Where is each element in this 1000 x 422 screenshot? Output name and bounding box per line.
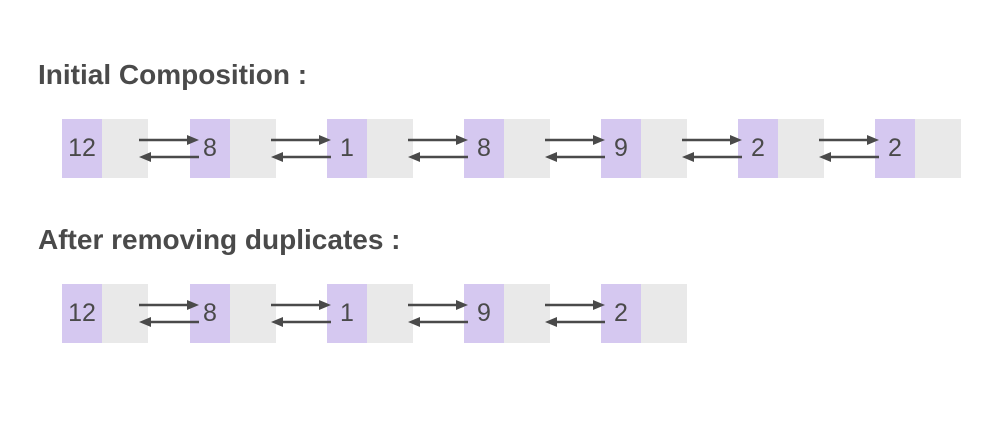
section-initial-composition: Initial Composition : 12 8 1 8 9 2 2 [38,59,1000,178]
node-value-cell: 8 [464,119,504,178]
next-arrow-icon [408,135,468,145]
node-pointer-cell [102,119,148,178]
arrow-pair-icon [408,300,468,327]
arrow-pair-icon [819,135,879,162]
prev-arrow-icon [408,317,468,327]
list-node: 12 [62,119,148,178]
arrow-pair-icon [545,300,605,327]
node-value-cell: 12 [62,284,102,343]
next-arrow-icon [545,300,605,310]
initial-list-row: 12 8 1 8 9 2 2 [62,119,1000,178]
node-pointer-cell [504,284,550,343]
next-arrow-icon [139,300,199,310]
list-node: 8 [190,284,276,343]
node-value-cell: 1 [327,119,367,178]
arrow-pair-icon [545,135,605,162]
list-node: 9 [601,119,687,178]
list-node: 12 [62,284,148,343]
prev-arrow-icon [271,152,331,162]
node-pointer-cell [504,119,550,178]
node-value-cell: 2 [738,119,778,178]
next-arrow-icon [545,135,605,145]
link-arrows [408,284,468,343]
link-arrows [139,284,199,343]
node-pointer-cell [230,284,276,343]
arrow-pair-icon [408,135,468,162]
link-arrows [139,119,199,178]
next-arrow-icon [819,135,879,145]
node-pointer-cell [778,119,824,178]
deduped-list-row: 12 8 1 9 2 [62,284,1000,343]
section-title-initial: Initial Composition : [38,59,308,90]
next-arrow-icon [408,300,468,310]
node-value-cell: 9 [601,119,641,178]
list-node: 9 [464,284,550,343]
next-arrow-icon [682,135,742,145]
list-node: 2 [875,119,961,178]
list-node: 1 [327,284,413,343]
link-arrows [271,119,331,178]
prev-arrow-icon [139,152,199,162]
list-node: 8 [190,119,276,178]
node-value-cell: 8 [190,119,230,178]
arrow-pair-icon [271,135,331,162]
node-value-cell: 12 [62,119,102,178]
node-pointer-cell [367,119,413,178]
link-arrows [545,284,605,343]
prev-arrow-icon [682,152,742,162]
node-pointer-cell [641,284,687,343]
arrow-pair-icon [271,300,331,327]
prev-arrow-icon [545,317,605,327]
node-value-cell: 1 [327,284,367,343]
link-arrows [819,119,879,178]
list-node: 2 [601,284,687,343]
arrow-pair-icon [682,135,742,162]
next-arrow-icon [271,300,331,310]
prev-arrow-icon [139,317,199,327]
link-arrows [545,119,605,178]
node-value-cell: 9 [464,284,504,343]
section-title-after: After removing duplicates : [38,224,401,255]
list-node: 8 [464,119,550,178]
node-pointer-cell [367,284,413,343]
arrow-pair-icon [139,135,199,162]
link-arrows [271,284,331,343]
node-value-cell: 2 [875,119,915,178]
arrow-pair-icon [139,300,199,327]
node-pointer-cell [915,119,961,178]
prev-arrow-icon [545,152,605,162]
prev-arrow-icon [819,152,879,162]
node-pointer-cell [641,119,687,178]
node-value-cell: 2 [601,284,641,343]
prev-arrow-icon [408,152,468,162]
node-pointer-cell [102,284,148,343]
node-value-cell: 8 [190,284,230,343]
node-pointer-cell [230,119,276,178]
link-arrows [682,119,742,178]
list-node: 1 [327,119,413,178]
list-node: 2 [738,119,824,178]
link-arrows [408,119,468,178]
section-after-removing-duplicates: After removing duplicates : 12 8 1 9 2 [38,224,1000,343]
next-arrow-icon [271,135,331,145]
prev-arrow-icon [271,317,331,327]
next-arrow-icon [139,135,199,145]
